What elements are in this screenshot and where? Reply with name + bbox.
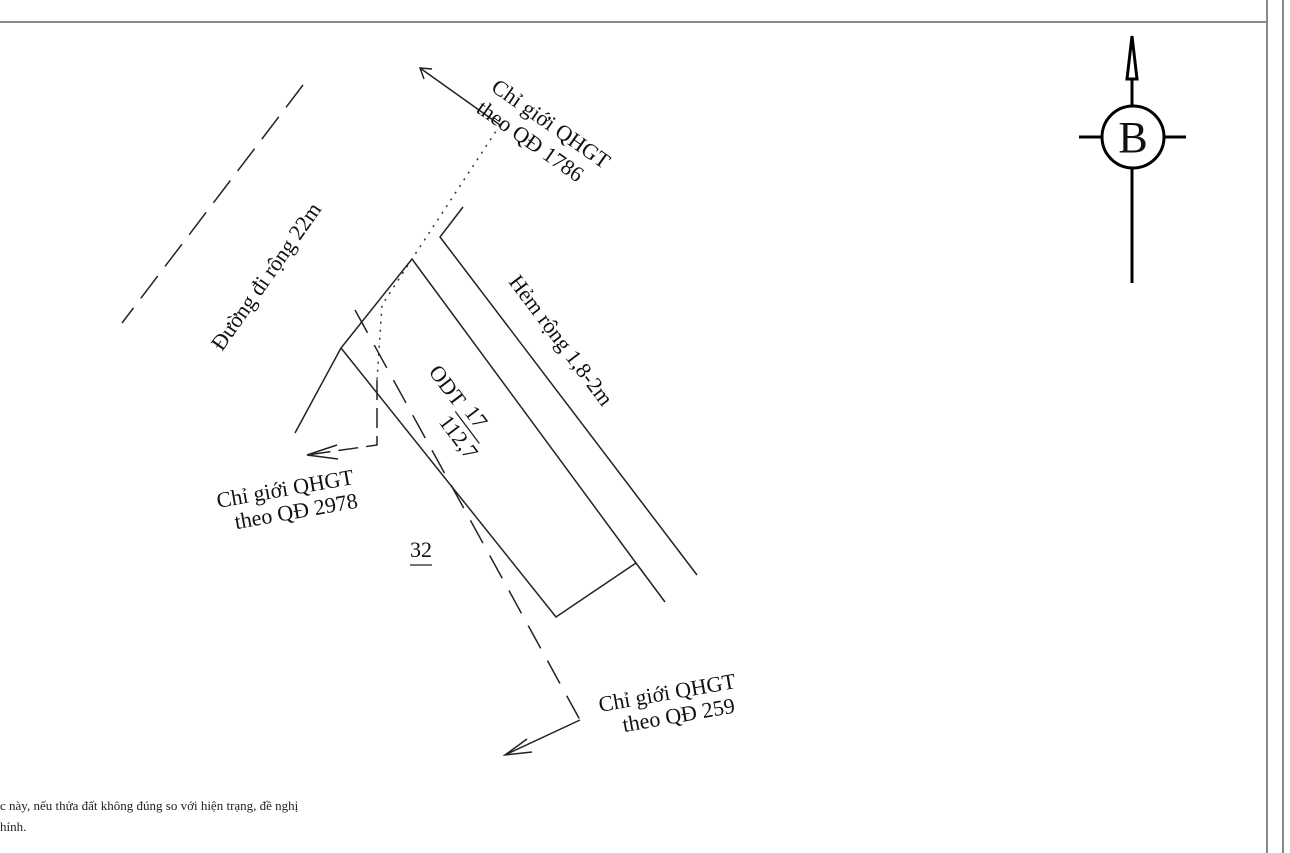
footnote: c này, nếu thửa đất không đúng so với hi…: [0, 795, 298, 837]
boundary-259-label: Chỉ giới QHGT theo QĐ 259: [597, 668, 739, 737]
boundary-2978-label: Chỉ giới QHGT theo QĐ 2978: [215, 464, 360, 534]
footnote-line-2: hính.: [0, 819, 27, 834]
road-label: Đường đi rộng 22m: [206, 198, 327, 355]
boundary-259-line: [354, 309, 581, 721]
boundary-2978-arrow-icon: [306, 444, 339, 460]
alley-label: Hẻm rộng 1,8-2m: [504, 270, 618, 410]
north-arrow-icon: [1079, 35, 1186, 283]
boundary-2978-line: [306, 380, 378, 456]
parcel-land-type: ODT: [424, 360, 472, 412]
neighbor-boundary-line: [294, 347, 342, 434]
parcel-outline: [340, 257, 638, 619]
road-edge-line: [121, 84, 304, 324]
boundary-1786-line: [376, 124, 501, 381]
footnote-line-1: c này, nếu thửa đất không đúng so với hi…: [0, 798, 299, 813]
boundary-259-arrow-icon: [502, 738, 533, 757]
alley-edge-line: [439, 206, 698, 576]
parcel-extension-line: [635, 562, 666, 603]
boundary-1786-arrow-icon: [418, 67, 501, 126]
north-label: B: [1118, 113, 1147, 162]
neighbor-parcel-number: 32: [410, 537, 432, 562]
boundary-1786-label: Chỉ giới QHGT theo QĐ 1786: [472, 74, 615, 187]
boundary-259-arrow-line: [504, 719, 581, 756]
